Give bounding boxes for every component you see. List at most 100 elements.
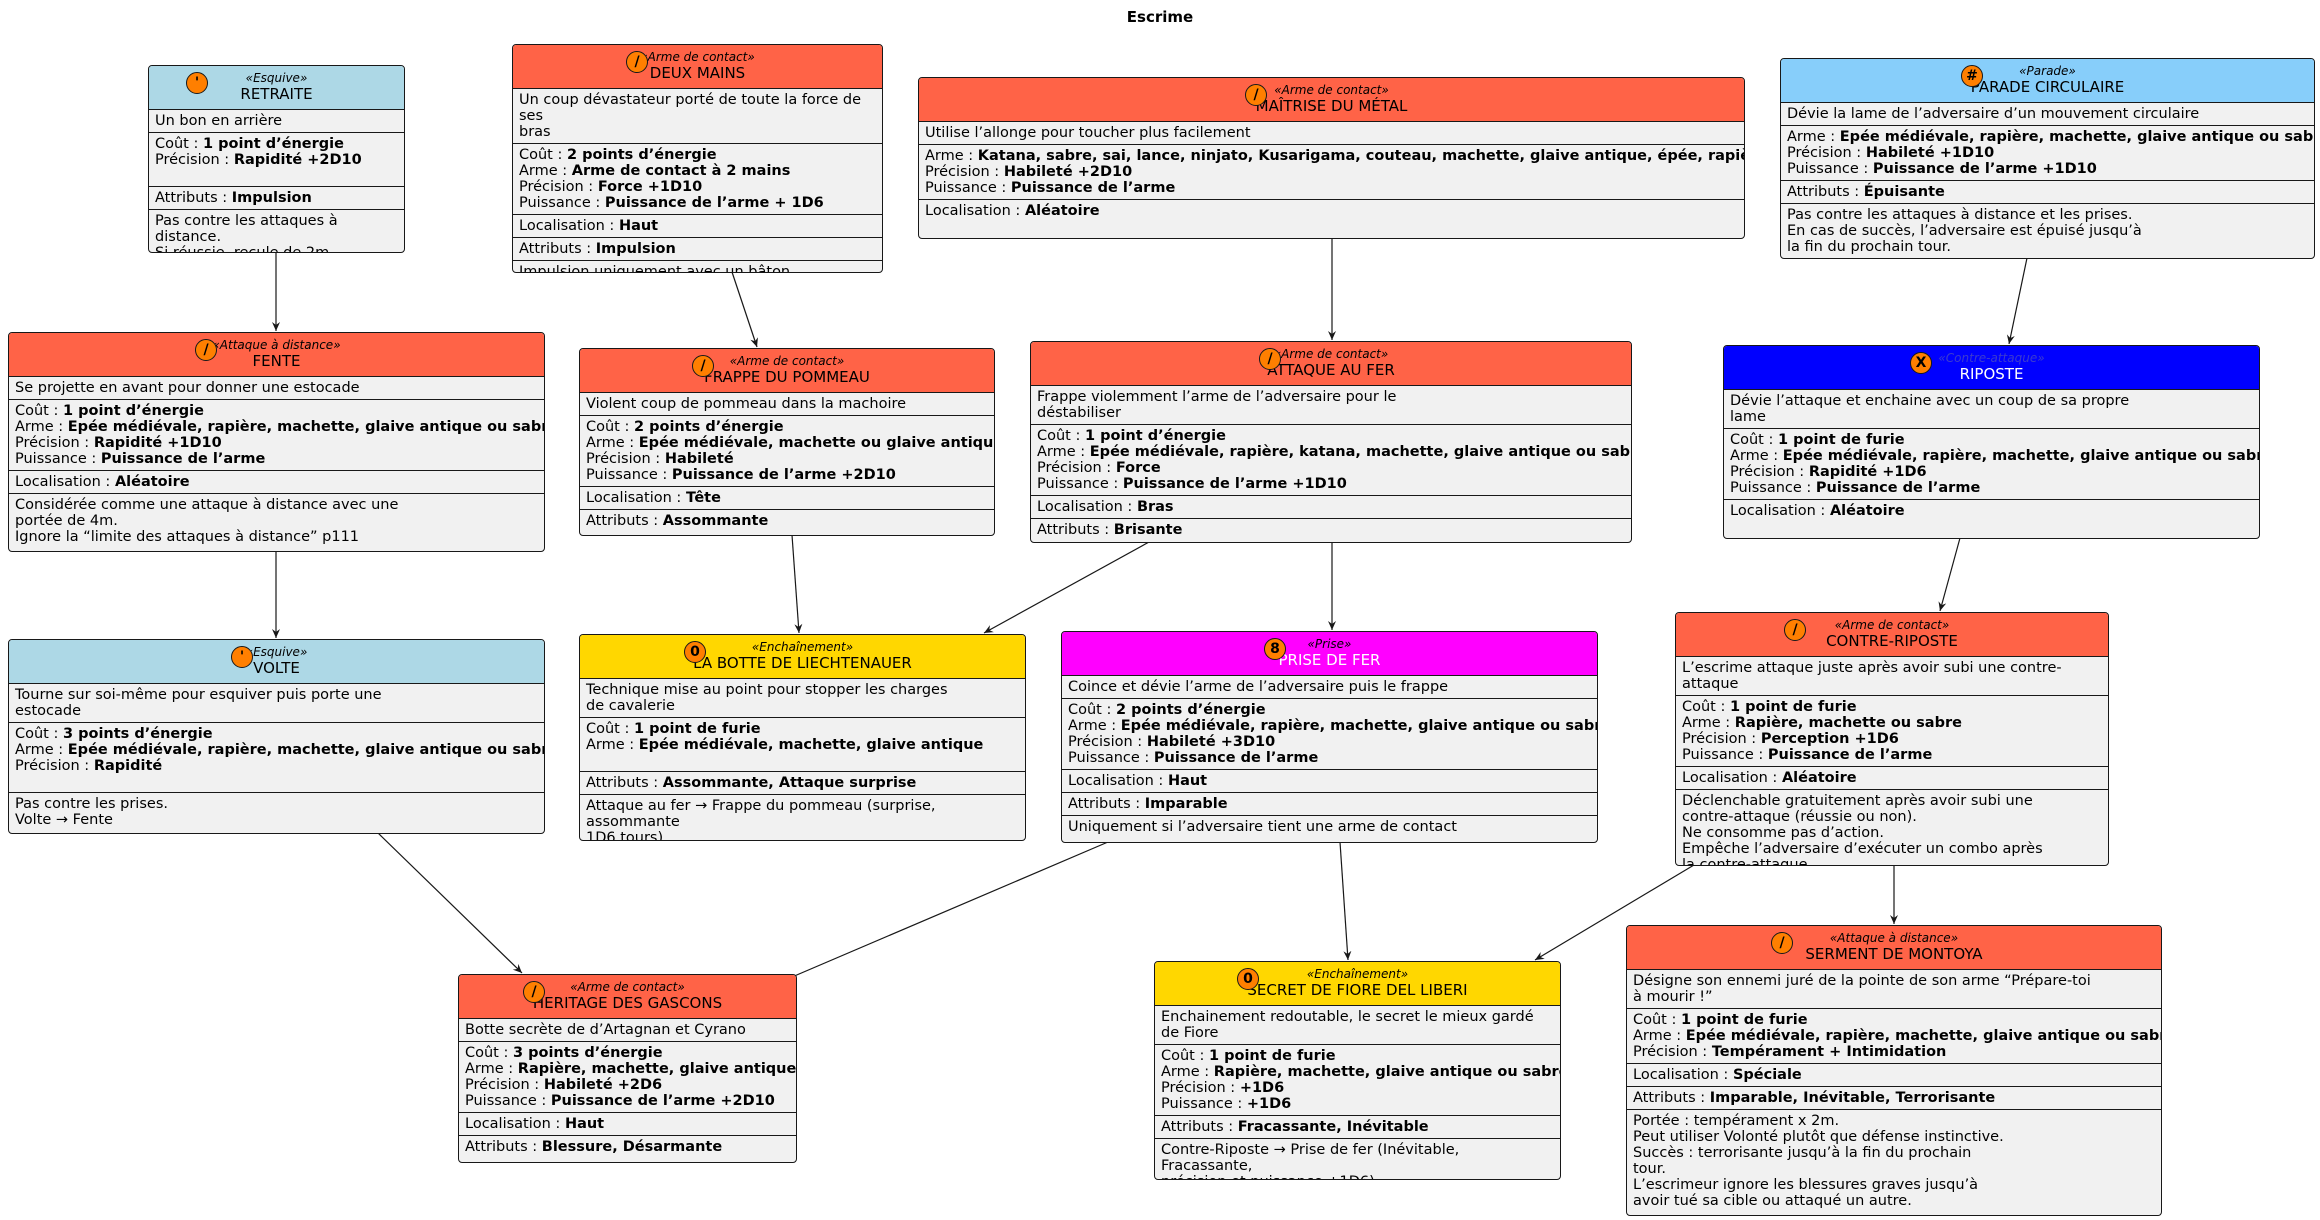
card-riposte: X «Contre-attaque» RIPOSTE Dévie l’attaq… <box>1723 345 2260 539</box>
card-description: Coince et dévie l’arme de l’adversaire p… <box>1068 679 1449 695</box>
card-stats: Coût : 1 point de furie Arme : Epée médi… <box>580 717 1025 771</box>
stereotype: «Prise» <box>1307 637 1352 651</box>
stereotype: «Attaque à distance» <box>1829 931 1959 945</box>
card-name: SERMENT DE MONTOYA <box>1805 945 1983 963</box>
card-description: Technique mise au point pour stopper les… <box>586 682 948 714</box>
card-header: 0 «Enchaînement» SECRET DE FIORE DEL LIB… <box>1155 962 1560 1006</box>
card-attributs: Attributs : Assommante <box>580 509 994 532</box>
card-name: CONTRE-RIPOSTE <box>1826 632 1958 650</box>
card-attributs: Attributs : Fracassante, Inévitable <box>1155 1115 1560 1138</box>
card-description: Dévie l’attaque et enchaine avec un coup… <box>1730 393 2130 425</box>
card-localisation: Localisation : Aléatoire <box>9 470 544 493</box>
card-header: 8 «Prise» PRISE DE FER <box>1062 632 1597 676</box>
card-name: FENTE <box>252 352 301 370</box>
card-description: Dévie la lame de l’adversaire d’un mouve… <box>1787 106 2200 122</box>
edge-prise-fiore <box>1339 841 1352 961</box>
card-header: / «Attaque à distance» FENTE <box>9 333 544 377</box>
card-name: SECRET DE FIORE DEL LIBERI <box>1247 981 1468 999</box>
card-header: 0 «Enchaînement» LA BOTTE DE LIECHTENAUE… <box>580 635 1025 679</box>
card-description: Tourne sur soi-même pour esquiver puis p… <box>15 687 382 719</box>
card-attributs: Attributs : Impulsion <box>149 186 404 209</box>
card-attributs: Attributs : Assommante, Attaque surprise <box>580 771 1025 794</box>
card-description: Un bon en arrière <box>155 113 283 129</box>
contact-icon: / <box>1259 348 1281 370</box>
card-prise-de-fer: 8 «Prise» PRISE DE FER Coince et dévie l… <box>1061 631 1598 843</box>
contre-attaque-icon: X <box>1910 352 1932 374</box>
edge-deux-mains-frappe <box>731 271 758 348</box>
card-name: FRAPPE DU POMMEAU <box>704 368 870 386</box>
card-heritage-des-gascons: / «Arme de contact» HERITAGE DES GASCONS… <box>458 974 797 1163</box>
card-header: X «Contre-attaque» RIPOSTE <box>1724 346 2259 390</box>
stereotype: «Attaque à distance» <box>212 338 341 352</box>
enchainement-icon: 0 <box>1237 968 1259 990</box>
card-notes: Pas contre les attaques à distance. Si r… <box>149 209 404 252</box>
card-attributs: Attributs : Impulsion <box>513 237 882 260</box>
card-name: PRISE DE FER <box>1278 651 1381 669</box>
card-description: Botte secrète de d’Artagnan et Cyrano <box>465 1022 746 1038</box>
stereotype: «Arme de contact» <box>729 354 845 368</box>
card-localisation: Localisation : Tête <box>580 486 994 509</box>
card-name: HERITAGE DES GASCONS <box>532 994 723 1012</box>
card-header: / «Arme de contact» DEUX MAINS <box>513 45 882 89</box>
card-attributs: Attributs : Épuisante <box>1781 180 2314 203</box>
card-frappe-du-pommeau: / «Arme de contact» FRAPPE DU POMMEAU Vi… <box>579 348 995 536</box>
stereotype: «Enchaînement» <box>751 640 854 654</box>
card-stats: Arme : Katana, sabre, sai, lance, ninjat… <box>919 144 1744 199</box>
card-notes: Portée : tempérament x 2m. Peut utiliser… <box>1627 1109 2161 1212</box>
card-maitrise-du-metal: / «Arme de contact» MAÎTRISE DU MÉTAL Ut… <box>918 77 1745 239</box>
stereotype: «Arme de contact» <box>640 50 755 64</box>
card-parade-circulaire: # «Parade» PARADE CIRCULAIRE Dévie la la… <box>1780 58 2315 259</box>
card-localisation: Localisation : Aléatoire <box>1724 499 2259 522</box>
card-localisation: Localisation : Haut <box>459 1112 796 1135</box>
card-header: / «Attaque à distance» SERMENT DE MONTOY… <box>1627 926 2161 970</box>
card-retraite: ' «Esquive» RETRAITE Un bon en arrière C… <box>148 65 405 253</box>
card-attributs: Attributs : Imparable <box>1062 792 1597 815</box>
card-header: ' «Esquive» RETRAITE <box>149 66 404 110</box>
contact-icon: / <box>626 51 648 73</box>
prise-icon: 8 <box>1264 638 1286 660</box>
card-description: L’escrime attaque juste après avoir subi… <box>1682 660 2062 692</box>
card-header: / «Arme de contact» MAÎTRISE DU MÉTAL <box>919 78 1744 122</box>
card-name: MAÎTRISE DU MÉTAL <box>1255 97 1408 115</box>
stereotype: «Esquive» <box>245 71 308 85</box>
card-description: Violent coup de pommeau dans la machoire <box>586 396 907 412</box>
card-notes: Pas contre les attaques à distance et le… <box>1781 203 2314 258</box>
card-stats: Coût : 3 points d’énergie Arme : Rapière… <box>459 1041 796 1112</box>
card-attributs: Attributs : Imparable, Inévitable, Terro… <box>1627 1086 2161 1109</box>
edge-prise-heritage <box>777 841 1109 984</box>
enchainement-icon: 0 <box>684 641 706 663</box>
card-localisation: Localisation : Aléatoire <box>919 199 1744 222</box>
card-name: DEUX MAINS <box>649 64 746 82</box>
card-notes: Pas contre les prises. Volte → Fente <box>9 792 544 831</box>
card-header: / «Arme de contact» FRAPPE DU POMMEAU <box>580 349 994 393</box>
card-attributs: Attributs : Blessure, Désarmante <box>459 1135 796 1158</box>
esquive-icon: ' <box>186 72 208 94</box>
card-stats: Coût : 1 point d’énergie Arme : Epée méd… <box>9 399 544 470</box>
card-notes: Considérée comme une attaque à distance … <box>9 493 544 548</box>
card-deux-mains: / «Arme de contact» DEUX MAINS Un coup d… <box>512 44 883 273</box>
card-localisation: Localisation : Haut <box>1062 769 1597 792</box>
card-attaque-au-fer: / «Arme de contact» ATTAQUE AU FER Frapp… <box>1030 341 1632 543</box>
card-header: / «Arme de contact» CONTRE-RIPOSTE <box>1676 613 2108 657</box>
card-description: Utilise l’allonge pour toucher plus faci… <box>925 125 1251 141</box>
stereotype: «Parade» <box>2019 64 2076 78</box>
card-secret-de-fiore: 0 «Enchaînement» SECRET DE FIORE DEL LIB… <box>1154 961 1561 1180</box>
contact-icon: / <box>523 981 545 1003</box>
card-stats: Coût : 3 points d’énergie Arme : Epée mé… <box>9 722 544 792</box>
stereotype: «Contre-attaque» <box>1938 351 2045 365</box>
card-serment-de-montoya: / «Attaque à distance» SERMENT DE MONTOY… <box>1626 925 2162 1216</box>
card-description: Frappe violemment l’arme de l’adversaire… <box>1037 389 1397 421</box>
card-botte-de-liechtenauer: 0 «Enchaînement» LA BOTTE DE LIECHTENAUE… <box>579 634 1026 841</box>
card-stats: Arme : Epée médiévale, rapière, machette… <box>1781 125 2314 180</box>
card-stats: Coût : 2 points d’énergie Arme : Epée mé… <box>580 415 994 486</box>
edge-attaque-botte <box>983 541 1150 634</box>
card-name: VOLTE <box>253 659 300 677</box>
card-header: / «Arme de contact» ATTAQUE AU FER <box>1031 342 1631 386</box>
distance-icon: / <box>195 339 217 361</box>
contact-icon: / <box>1784 619 1806 641</box>
card-description: Se projette en avant pour donner une est… <box>15 380 360 396</box>
card-attributs: Attributs : Brisante <box>1031 518 1631 541</box>
card-header: ' «Esquive» VOLTE <box>9 640 544 684</box>
stereotype: «Arme de contact» <box>1273 347 1389 361</box>
card-localisation: Localisation : Aléatoire <box>1676 766 2108 789</box>
